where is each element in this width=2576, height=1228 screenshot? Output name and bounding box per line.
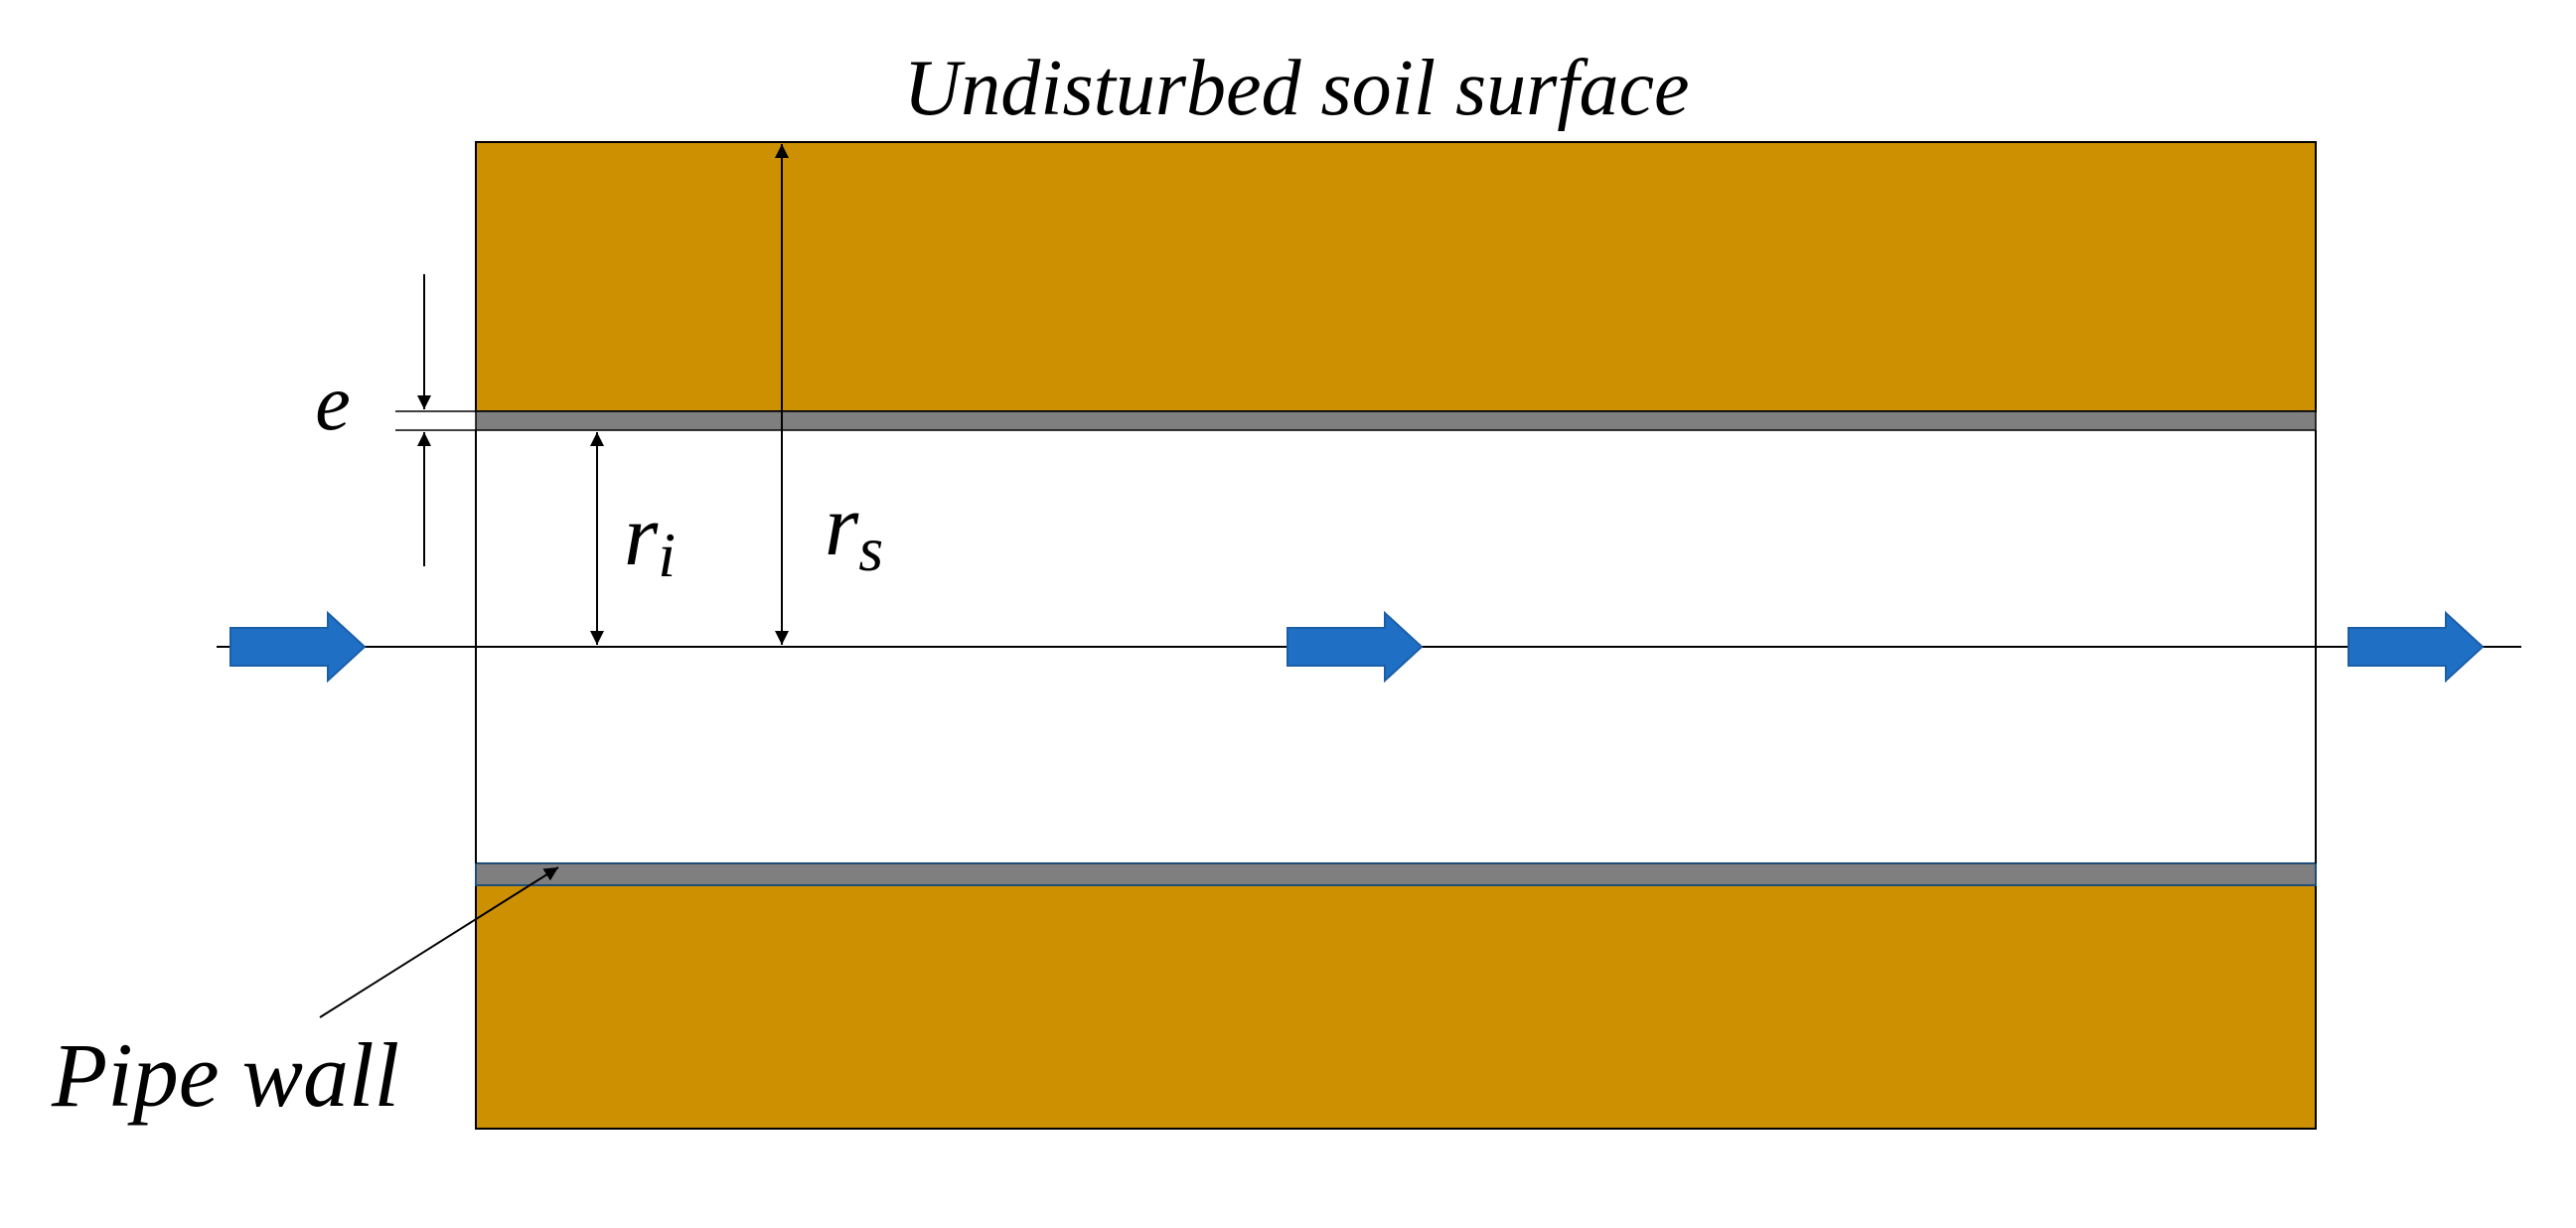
e-label: e <box>315 360 351 447</box>
soil-surface-label: Undisturbed soil surface <box>903 45 1689 132</box>
ri-label-main: r <box>624 488 659 584</box>
rs-label-main: r <box>825 478 859 574</box>
soil-top-block <box>475 141 2317 412</box>
ri-label-subscript: i <box>658 520 676 590</box>
pipe-wall-leader-arrow <box>319 866 559 1018</box>
pipe-wall-bottom <box>475 862 2317 886</box>
soil-bottom-block <box>475 884 2317 1130</box>
rs-label-subscript: s <box>858 514 883 584</box>
ri-label: ri <box>624 488 676 590</box>
pipe-wall-label: Pipe wall <box>51 1024 399 1126</box>
flow-arrow-outlet <box>2348 610 2485 684</box>
flow-arrow-middle <box>1287 610 1424 684</box>
flow-arrow-inlet <box>229 610 367 684</box>
pipe-wall-top <box>475 410 2317 431</box>
rs-label: rs <box>825 478 883 584</box>
